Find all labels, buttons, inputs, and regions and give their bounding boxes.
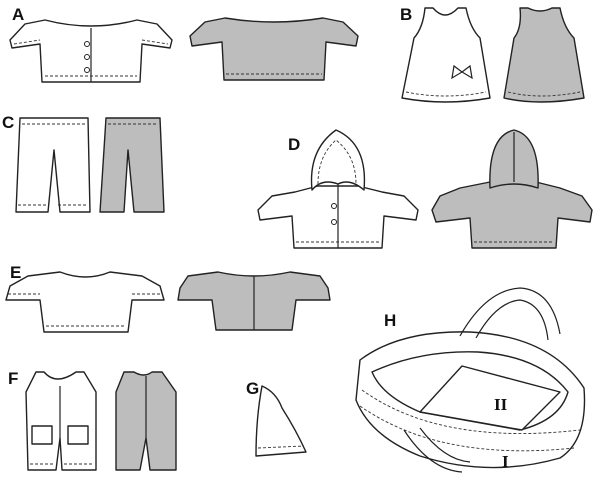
view-b: B <box>400 5 585 103</box>
view-g: G <box>246 379 307 457</box>
label-h: H <box>384 311 396 330</box>
view-f: F <box>8 369 177 471</box>
label-b: B <box>400 5 412 24</box>
view-d: D <box>257 129 593 249</box>
label-c: C <box>2 113 14 132</box>
trousers-c-back <box>99 117 165 213</box>
dungarees-f-back <box>115 371 177 471</box>
view-c: C <box>2 113 165 213</box>
piece-mattress-label: II <box>494 395 508 414</box>
view-h: H II I <box>355 287 586 473</box>
top-e-front <box>5 271 165 333</box>
dress-b-front <box>401 7 491 103</box>
jacket-a-back <box>189 17 359 81</box>
piece-basket-label: I <box>502 452 509 471</box>
pixie-hat-g <box>255 385 307 457</box>
label-a: A <box>12 5 24 24</box>
view-a: A <box>9 5 359 83</box>
top-e-back <box>177 271 331 331</box>
dress-b-back <box>503 7 585 103</box>
basket-h: II I <box>355 287 586 473</box>
jacket-d-back <box>431 129 593 249</box>
view-e: E <box>5 263 331 333</box>
trousers-c-front <box>15 117 91 213</box>
jacket-a-front <box>9 19 173 83</box>
label-e: E <box>10 263 21 282</box>
label-d: D <box>288 135 300 154</box>
dungarees-f-front <box>25 371 97 471</box>
label-f: F <box>8 369 18 388</box>
jacket-d-front <box>257 129 419 249</box>
label-g: G <box>246 379 259 398</box>
